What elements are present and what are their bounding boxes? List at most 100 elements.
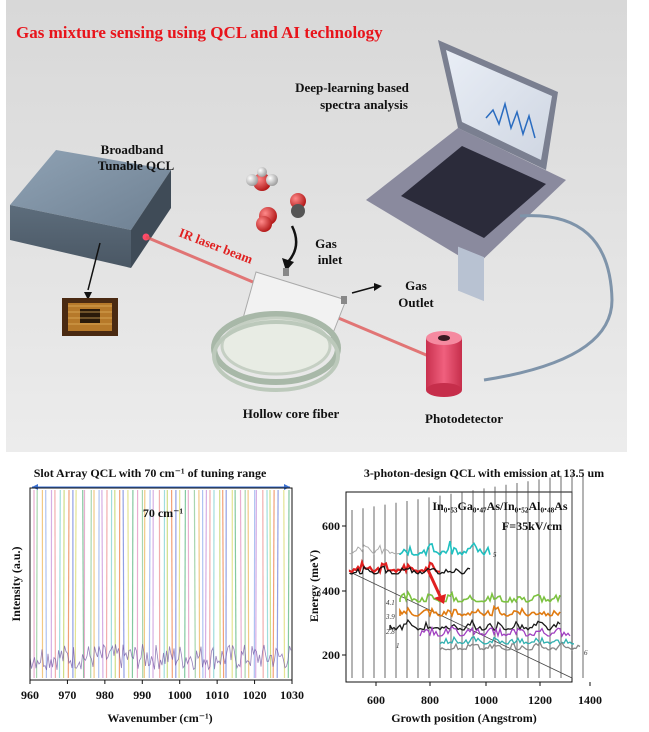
spectrum-line: [272, 489, 275, 679]
wavefunction: [399, 604, 561, 618]
gas-inlet-line1: Gas: [315, 236, 337, 251]
gas-outlet-arrow: [351, 286, 375, 294]
spectrum-line: [269, 489, 272, 679]
spectrum-line: [283, 489, 286, 679]
laptop: [366, 40, 566, 302]
spectrum-line: [204, 489, 207, 679]
spectrum-line: [178, 489, 181, 679]
spectrum-line: [36, 489, 38, 679]
left-plot-frame: [29, 487, 293, 681]
setup-illustration: Gas mixture sensing using QCL and AI tec…: [6, 0, 627, 452]
field-label: F=35kV/cm: [502, 519, 562, 533]
qcl-label-line2: Tunable QCL: [98, 158, 175, 173]
material-label: In₀.₅₃Ga₀.₄₇As/In₀.₅₂Al₀.₄₈As: [432, 499, 568, 513]
wavefunction: [349, 565, 471, 575]
spectrum-line: [122, 489, 125, 679]
gas-outlet-line1: Gas: [405, 278, 427, 293]
x-tick-label: 1010: [205, 688, 229, 702]
laptop-label-line1: Deep-learning based: [295, 80, 410, 95]
spectrum-line: [45, 489, 47, 679]
qcl-chip-photo: [62, 298, 118, 336]
gas-molecules: [246, 167, 306, 232]
x-tick-label: 970: [58, 688, 76, 702]
level-labels: 54.13.92.816: [385, 551, 588, 657]
quantum-well-profile: [349, 472, 584, 679]
wavefunction: [349, 544, 401, 555]
photodetector: [426, 331, 462, 397]
y-tick-label: 600: [322, 519, 340, 533]
noise-floor: [29, 643, 292, 678]
spectrum-line: [105, 489, 108, 679]
hollow-core-fiber-cell: [211, 268, 347, 392]
level-label: 2.8: [386, 628, 395, 636]
gas-outlet-line2: Outlet: [398, 295, 434, 310]
spectrum-line: [234, 489, 237, 679]
y-tick-label: 400: [322, 584, 340, 598]
spectrum-line: [82, 489, 85, 679]
level-label: 4.1: [386, 599, 395, 607]
spectrum-line: [193, 489, 196, 679]
x-tick-label: 1020: [243, 688, 267, 702]
spectrum-line: [247, 489, 250, 679]
spectrum-line: [171, 489, 173, 679]
level-label: 3.9: [385, 613, 395, 621]
spectrum-line: [143, 489, 146, 679]
spectrum-line: [266, 489, 269, 679]
x-tick-label: 1200: [528, 693, 552, 707]
spectrum-line: [276, 489, 279, 679]
spectrum-line: [67, 489, 70, 679]
spectrum-line: [187, 489, 190, 679]
wavefunction: [439, 635, 575, 646]
right-chart-xlabel: Growth position (Angstrom): [391, 711, 537, 725]
laptop-label-line2: spectra analysis: [320, 97, 408, 112]
spectrum-line: [54, 489, 56, 679]
x-tick-label: 990: [133, 688, 151, 702]
right-chart-title: 3-photon-design QCL with emission at 13.…: [364, 466, 604, 480]
qcl-device: [10, 150, 171, 268]
slot-array-spectra: [29, 489, 292, 679]
spectrum-line: [255, 489, 257, 679]
spectrum-line: [101, 489, 104, 679]
band-edge: [349, 571, 573, 679]
left-chart-ylabel: Intensity (a.u.): [9, 546, 23, 621]
wavefunction: [389, 618, 561, 632]
spectrum-line: [63, 489, 65, 679]
left-chart: Slot Array QCL with 70 cm⁻¹ of tuning ra…: [9, 466, 304, 725]
spectrum-line: [148, 489, 151, 679]
x-tick-label: 1000: [168, 688, 192, 702]
spectrum-line: [184, 489, 186, 679]
x-tick-label: 600: [367, 693, 385, 707]
spectrum-line: [90, 489, 92, 679]
spectrum-line: [127, 489, 130, 679]
right-plot-frame: [345, 491, 573, 683]
spectrum-line: [58, 489, 61, 679]
spectrum-line: [198, 489, 201, 679]
qcl-label-line1: Broadband: [101, 142, 164, 157]
fiber-label: Hollow core fiber: [243, 406, 340, 421]
scene-title: Gas mixture sensing using QCL and AI tec…: [16, 23, 383, 42]
wavefunction: [348, 558, 441, 575]
energy-levels: [348, 540, 581, 651]
x-tick-label: 800: [421, 693, 439, 707]
wavefunction: [399, 590, 561, 604]
right-y-ticks: 600 400 200: [322, 519, 346, 662]
transition-arrow: [426, 569, 442, 597]
wavefunction: [439, 641, 581, 651]
spectrum-line: [239, 489, 242, 679]
y-tick-label: 200: [322, 648, 340, 662]
x-tick-label: 1400: [578, 693, 602, 707]
spectrum-line: [131, 489, 134, 679]
wavefunction: [419, 625, 571, 638]
level-label: 1: [396, 642, 400, 650]
left-chart-title: Slot Array QCL with 70 cm⁻¹ of tuning ra…: [34, 466, 267, 480]
detector-label: Photodetector: [425, 411, 503, 426]
right-chart: 3-photon-design QCL with emission at 13.…: [307, 466, 604, 725]
right-chart-ylabel: Energy (meV): [307, 550, 321, 622]
detector-cable: [483, 214, 614, 382]
gas-inlet-line2: inlet: [318, 252, 343, 267]
left-chart-annotation: 70 cm⁻¹: [143, 506, 184, 520]
spectrum-line: [74, 489, 77, 679]
gas-inlet-arrow: [287, 225, 298, 263]
